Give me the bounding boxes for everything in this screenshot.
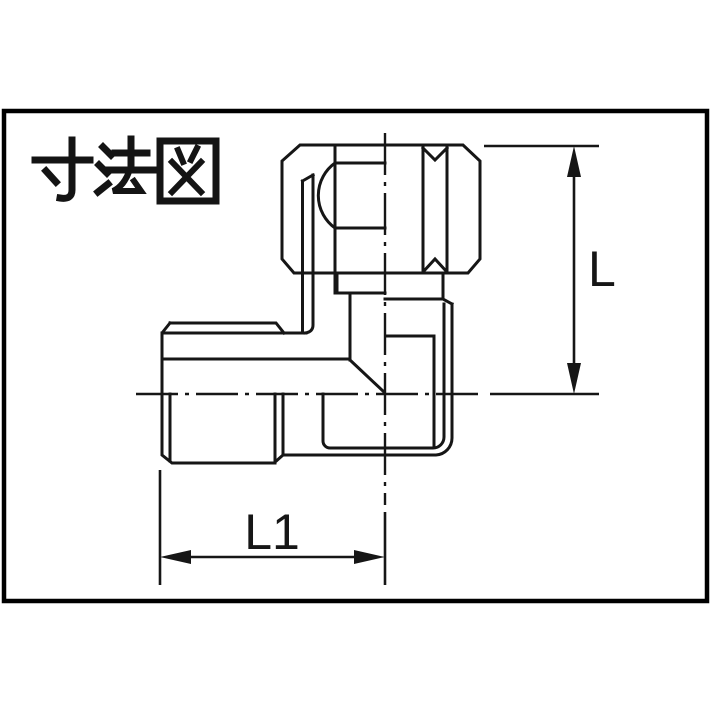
drawing-frame (1, 108, 710, 604)
sleeve-edge-inner (303, 173, 315, 335)
body-outline (160, 302, 454, 465)
thread-crest-top (168, 321, 287, 336)
nut-chamfer-bottom (420, 256, 450, 275)
ball-sleeve-arc (316, 160, 338, 231)
elbow-body (160, 291, 454, 465)
dimension-label-l: L (588, 241, 616, 297)
kanji-sun (31, 136, 94, 202)
fitting-drawing (160, 143, 482, 465)
nut-chamfer-top (420, 145, 450, 163)
kanji-hou (93, 135, 160, 197)
page-title-kanji (31, 135, 220, 205)
sleeve-and-ball (300, 160, 387, 335)
dimension-label-l1: L1 (244, 504, 300, 560)
nut-outline (280, 143, 482, 275)
arrowhead-right-icon (354, 550, 385, 564)
bore-chamfer-diagonal (347, 357, 387, 395)
inner-wall-line (321, 302, 446, 450)
centerlines (136, 133, 480, 505)
arrowhead-down-icon (567, 363, 581, 394)
arrowhead-up-icon (567, 146, 581, 177)
sleeve-top-cap (300, 172, 316, 184)
cap-nut (280, 143, 482, 295)
body-step-right (383, 271, 455, 307)
dimension-l: L (484, 144, 616, 396)
dimension-l1: L1 (158, 470, 387, 585)
arrowhead-left-icon (160, 550, 191, 564)
kanji-zu (156, 137, 220, 205)
frame-border (1, 108, 710, 604)
